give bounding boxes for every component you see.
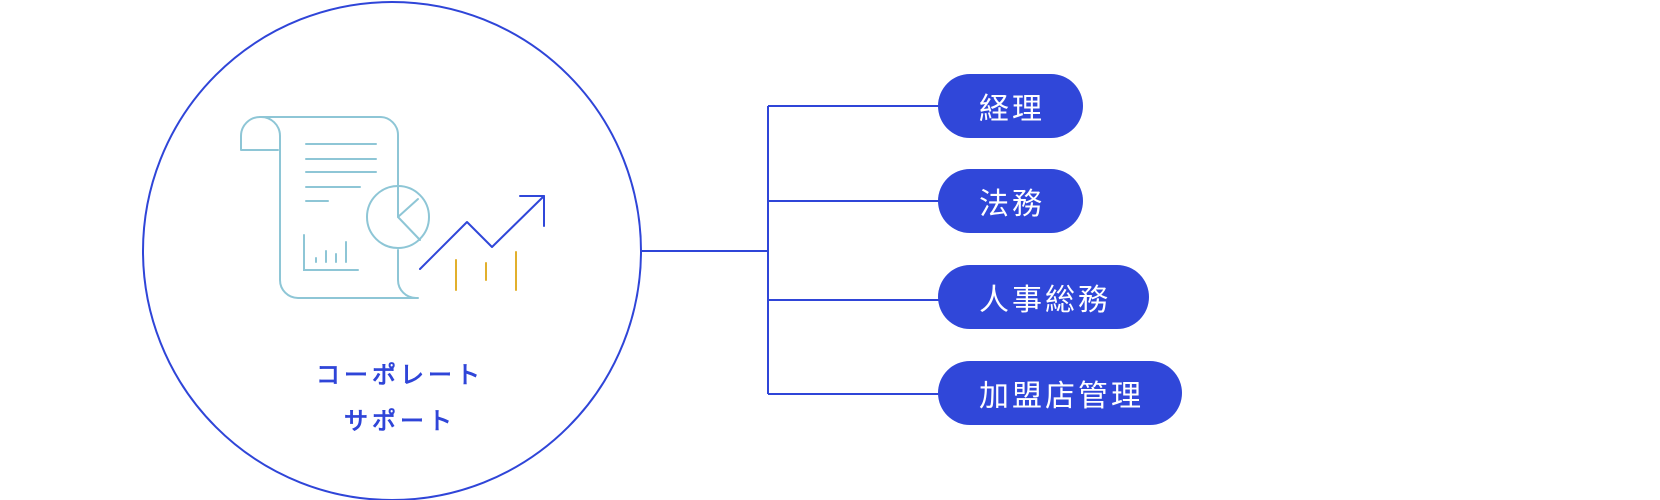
hub-title-line-2: サポート [344,407,456,435]
branch-pill-accounting[interactable]: 経理 [938,74,1083,138]
bar-chart-icon [303,234,359,271]
hub-title: コーポレート サポート [160,352,640,444]
connector-lines [642,105,940,395]
hub-title-line-1: コーポレート [316,361,484,389]
branch-pill-hr-general-affairs[interactable]: 人事総務 [938,265,1149,329]
branch-label: 法務 [979,187,1045,222]
branch-pill-legal[interactable]: 法務 [938,169,1083,233]
branch-pill-merchant-management[interactable]: 加盟店管理 [938,361,1182,425]
pie-chart-icon [366,185,430,249]
trend-arrow-icon [419,195,545,291]
branch-label: 加盟店管理 [979,379,1144,414]
branch-label: 人事総務 [979,283,1111,318]
hub-circle [142,1,642,500]
branch-label: 経理 [979,92,1045,127]
document-scroll-icon [240,115,419,299]
